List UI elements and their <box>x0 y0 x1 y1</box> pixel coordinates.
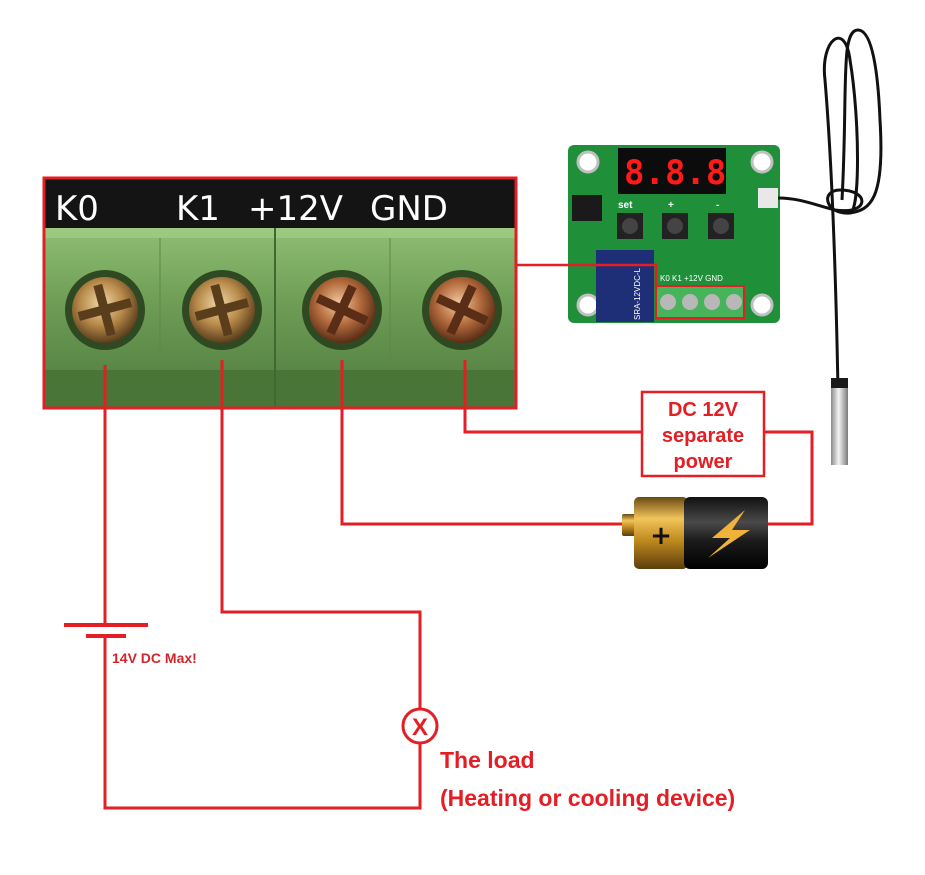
power-line-2: separate <box>662 425 744 447</box>
load-title: The load <box>440 747 535 773</box>
battery-icon: + <box>622 497 768 569</box>
temperature-probe <box>777 28 883 465</box>
load-description: (Heating or cooling device) <box>440 785 735 811</box>
power-line-1: DC 12V <box>668 399 739 421</box>
terminal-label-k1: K1 <box>176 189 220 229</box>
screw-gnd <box>422 270 502 350</box>
svg-text:+: + <box>650 521 672 551</box>
button-label-set: set <box>618 200 633 211</box>
terminal-block: K0 K1 +12V GND <box>42 176 518 410</box>
power-box: DC 12V separate power <box>640 390 766 478</box>
set-button[interactable] <box>617 213 643 239</box>
power-line-3: power <box>674 451 733 473</box>
relay-text: SRA-12VDC-L <box>633 267 642 320</box>
plus-button[interactable] <box>662 213 688 239</box>
button-label-minus: - <box>716 200 719 211</box>
led-display: 8.8.8 <box>618 148 726 194</box>
load-symbol-text: X <box>412 714 428 741</box>
thermostat-module: 8.8.8 set + - SRA-12VDC-L K0 K1 +12V GND <box>568 145 780 323</box>
relay: SRA-12VDC-L <box>596 250 654 322</box>
terminal-label-gnd: GND <box>370 189 448 229</box>
load-supply-symbol: 14V DC Max! <box>64 623 197 666</box>
module-terminal-labels: K0 K1 +12V GND <box>660 274 723 283</box>
screw-12v <box>302 270 382 350</box>
load-symbol: X <box>401 707 439 745</box>
screw-k0 <box>65 270 145 350</box>
minus-button[interactable] <box>708 213 734 239</box>
terminal-label-12v: +12V <box>248 189 343 229</box>
display-digits: 8.8.8 <box>624 153 726 193</box>
screw-k1 <box>182 270 262 350</box>
button-label-plus: + <box>668 200 674 211</box>
wiring <box>103 263 814 810</box>
voltage-warning: 14V DC Max! <box>112 650 197 666</box>
terminal-label-k0: K0 <box>55 189 99 229</box>
